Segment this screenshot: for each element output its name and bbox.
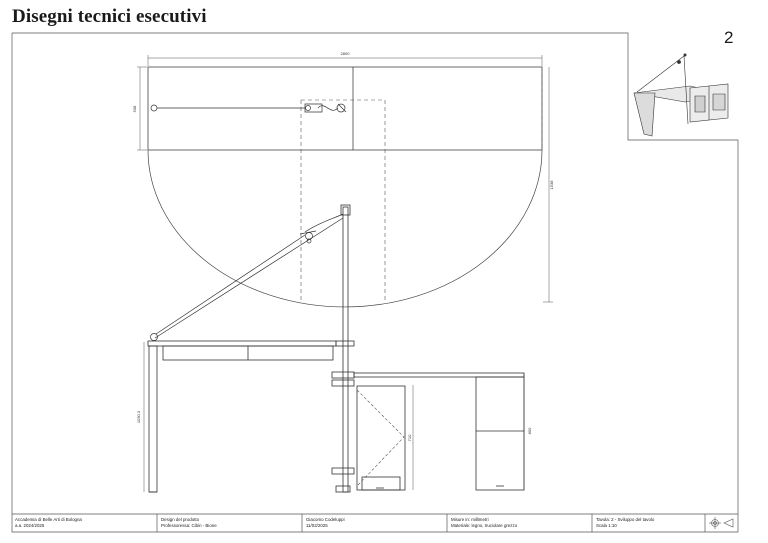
dim-door-height: 710	[407, 434, 412, 441]
course-name: Design del prodotto	[161, 517, 200, 522]
plan-top	[147, 66, 543, 151]
elevation-lamp	[150, 213, 344, 341]
hidden-lines	[300, 67, 543, 302]
title-block-specs: Misure in: millimetri Materiale: legno, …	[451, 517, 517, 529]
dim-top-width: 2800	[341, 51, 351, 56]
institution-name: Accademia di Belle Arti di Bologna	[15, 517, 82, 522]
scale: Scala 1:10	[596, 523, 617, 528]
materials: Materiale: legno, truciolare grezzo	[451, 523, 518, 528]
elevation-desk	[147, 340, 337, 493]
title-block-sheet: Tavola: 2 - Sviluppo del tavolo Scala 1:…	[596, 517, 654, 529]
drawing-date: 11/02/2025	[306, 523, 328, 528]
isometric-thumbnail	[633, 53, 729, 137]
author-name: Giacomo Codeluppi	[306, 517, 345, 522]
title-block-institution: Accademia di Belle Arti di Bologna a.a. …	[15, 517, 82, 529]
sheet-number: 2	[724, 28, 734, 47]
dimension-lines	[137, 55, 553, 492]
elevation-pole	[331, 204, 355, 493]
dim-table-height: 1030.3	[136, 410, 141, 423]
swing-arc	[147, 149, 543, 308]
professors: Professoressa: Cibin - Bione	[161, 523, 217, 528]
units: Misure in: millimetri	[451, 517, 489, 522]
sheet-frame	[11, 32, 739, 533]
plan-lamp	[150, 103, 347, 113]
elevation-cabinet	[353, 372, 525, 491]
dim-cabinet-height: 800	[527, 427, 532, 434]
projection-symbol-icon	[709, 517, 734, 529]
door-swing-lines	[356, 389, 405, 487]
sheet-title: Tavola: 2 - Sviluppo del tavolo	[596, 517, 655, 522]
title-block-author: Giacomo Codeluppi 11/02/2025	[306, 517, 345, 529]
academic-year: a.a. 2024/2025	[15, 523, 45, 528]
dim-radius: 1538	[549, 180, 554, 190]
page-title: Disegni tecnici esecutivi	[12, 6, 207, 27]
dim-top-depth: 508	[132, 105, 137, 112]
title-block-course: Design del prodotto Professoressa: Cibin…	[161, 517, 217, 529]
